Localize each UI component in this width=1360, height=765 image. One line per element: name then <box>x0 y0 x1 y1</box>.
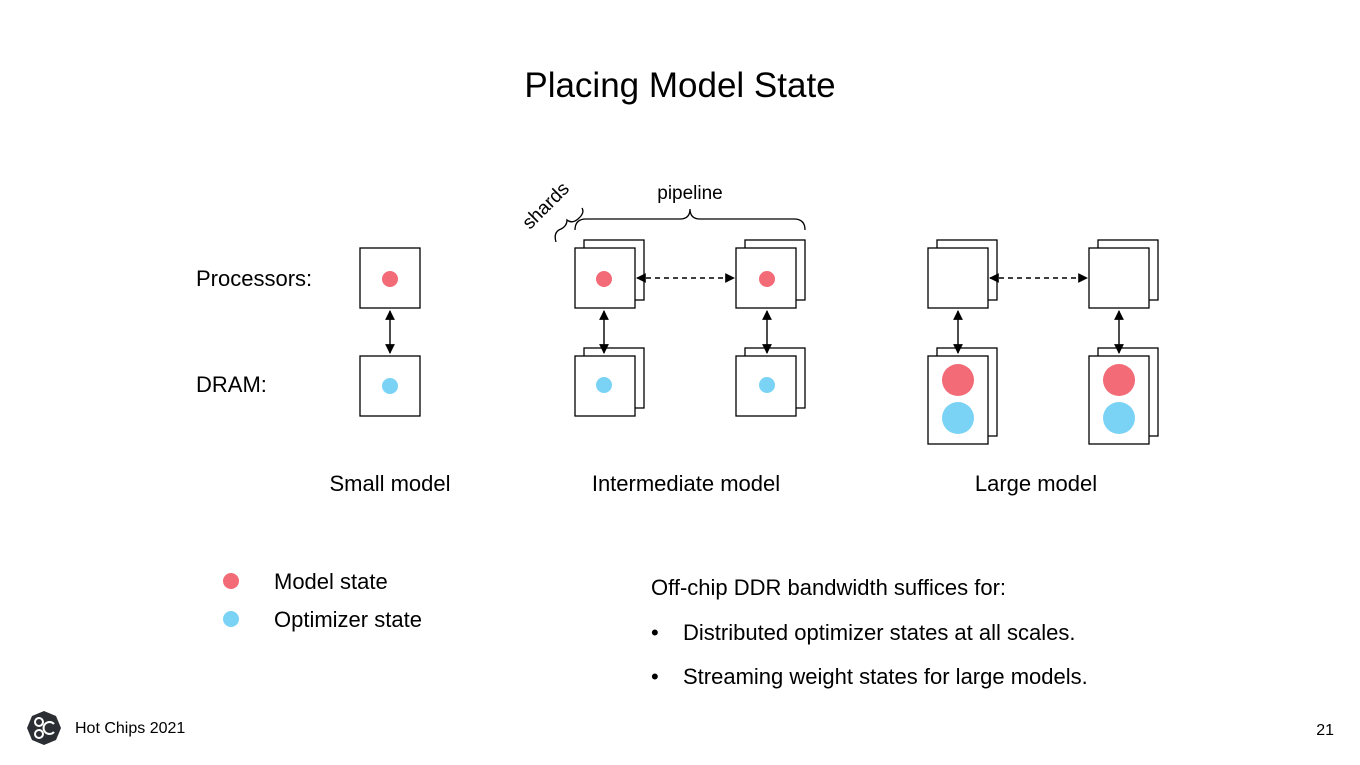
footer-text: Hot Chips 2021 <box>75 720 186 737</box>
large-processor-box-2 <box>1088 247 1150 309</box>
large-model-caption: Large model <box>974 471 1098 496</box>
large-optimizer-state-dot-2 <box>1103 402 1135 434</box>
small-model-caption: Small model <box>329 471 451 496</box>
processors-row-label: Processors: <box>196 266 313 291</box>
optimizer-state-legend-label: Optimizer state <box>274 607 422 632</box>
graphcore-logo-icon <box>27 711 61 745</box>
slide-title: Placing Model State <box>524 66 836 105</box>
large-processor-box-1 <box>927 247 989 309</box>
model-state-legend-dot <box>223 573 239 589</box>
pipeline-brace <box>574 208 806 231</box>
notes-bullet-1: • Distributed optimizer states at all sc… <box>651 620 1151 648</box>
notes-heading: Off-chip DDR bandwidth suffices for: <box>651 575 1007 600</box>
page-number: 21 <box>1316 722 1334 739</box>
intermediate-model-state-dot-2 <box>759 271 775 287</box>
intermediate-optimizer-state-dot-2 <box>759 377 775 393</box>
intermediate-optimizer-state-dot-1 <box>596 377 612 393</box>
intermediate-model-state-dot-1 <box>596 271 612 287</box>
large-model-state-dot-2 <box>1103 364 1135 396</box>
large-model-state-dot-1 <box>942 364 974 396</box>
shards-brace <box>554 207 584 243</box>
notes-bullet-2: • Streaming weight states for large mode… <box>651 664 1151 692</box>
pipeline-label: pipeline <box>657 183 723 204</box>
bullet-text: Distributed optimizer states at all scal… <box>683 620 1076 645</box>
optimizer-state-legend-dot <box>223 611 239 627</box>
bullet-marker: • <box>651 664 659 689</box>
bullet-text: Streaming weight states for large models… <box>683 664 1088 689</box>
intermediate-model-caption: Intermediate model <box>591 471 781 496</box>
small-model-state-dot <box>382 271 398 287</box>
large-optimizer-state-dot-1 <box>942 402 974 434</box>
bullet-marker: • <box>651 620 659 645</box>
model-state-legend-label: Model state <box>274 569 388 594</box>
small-optimizer-state-dot <box>382 378 398 394</box>
dram-row-label: DRAM: <box>196 372 267 397</box>
